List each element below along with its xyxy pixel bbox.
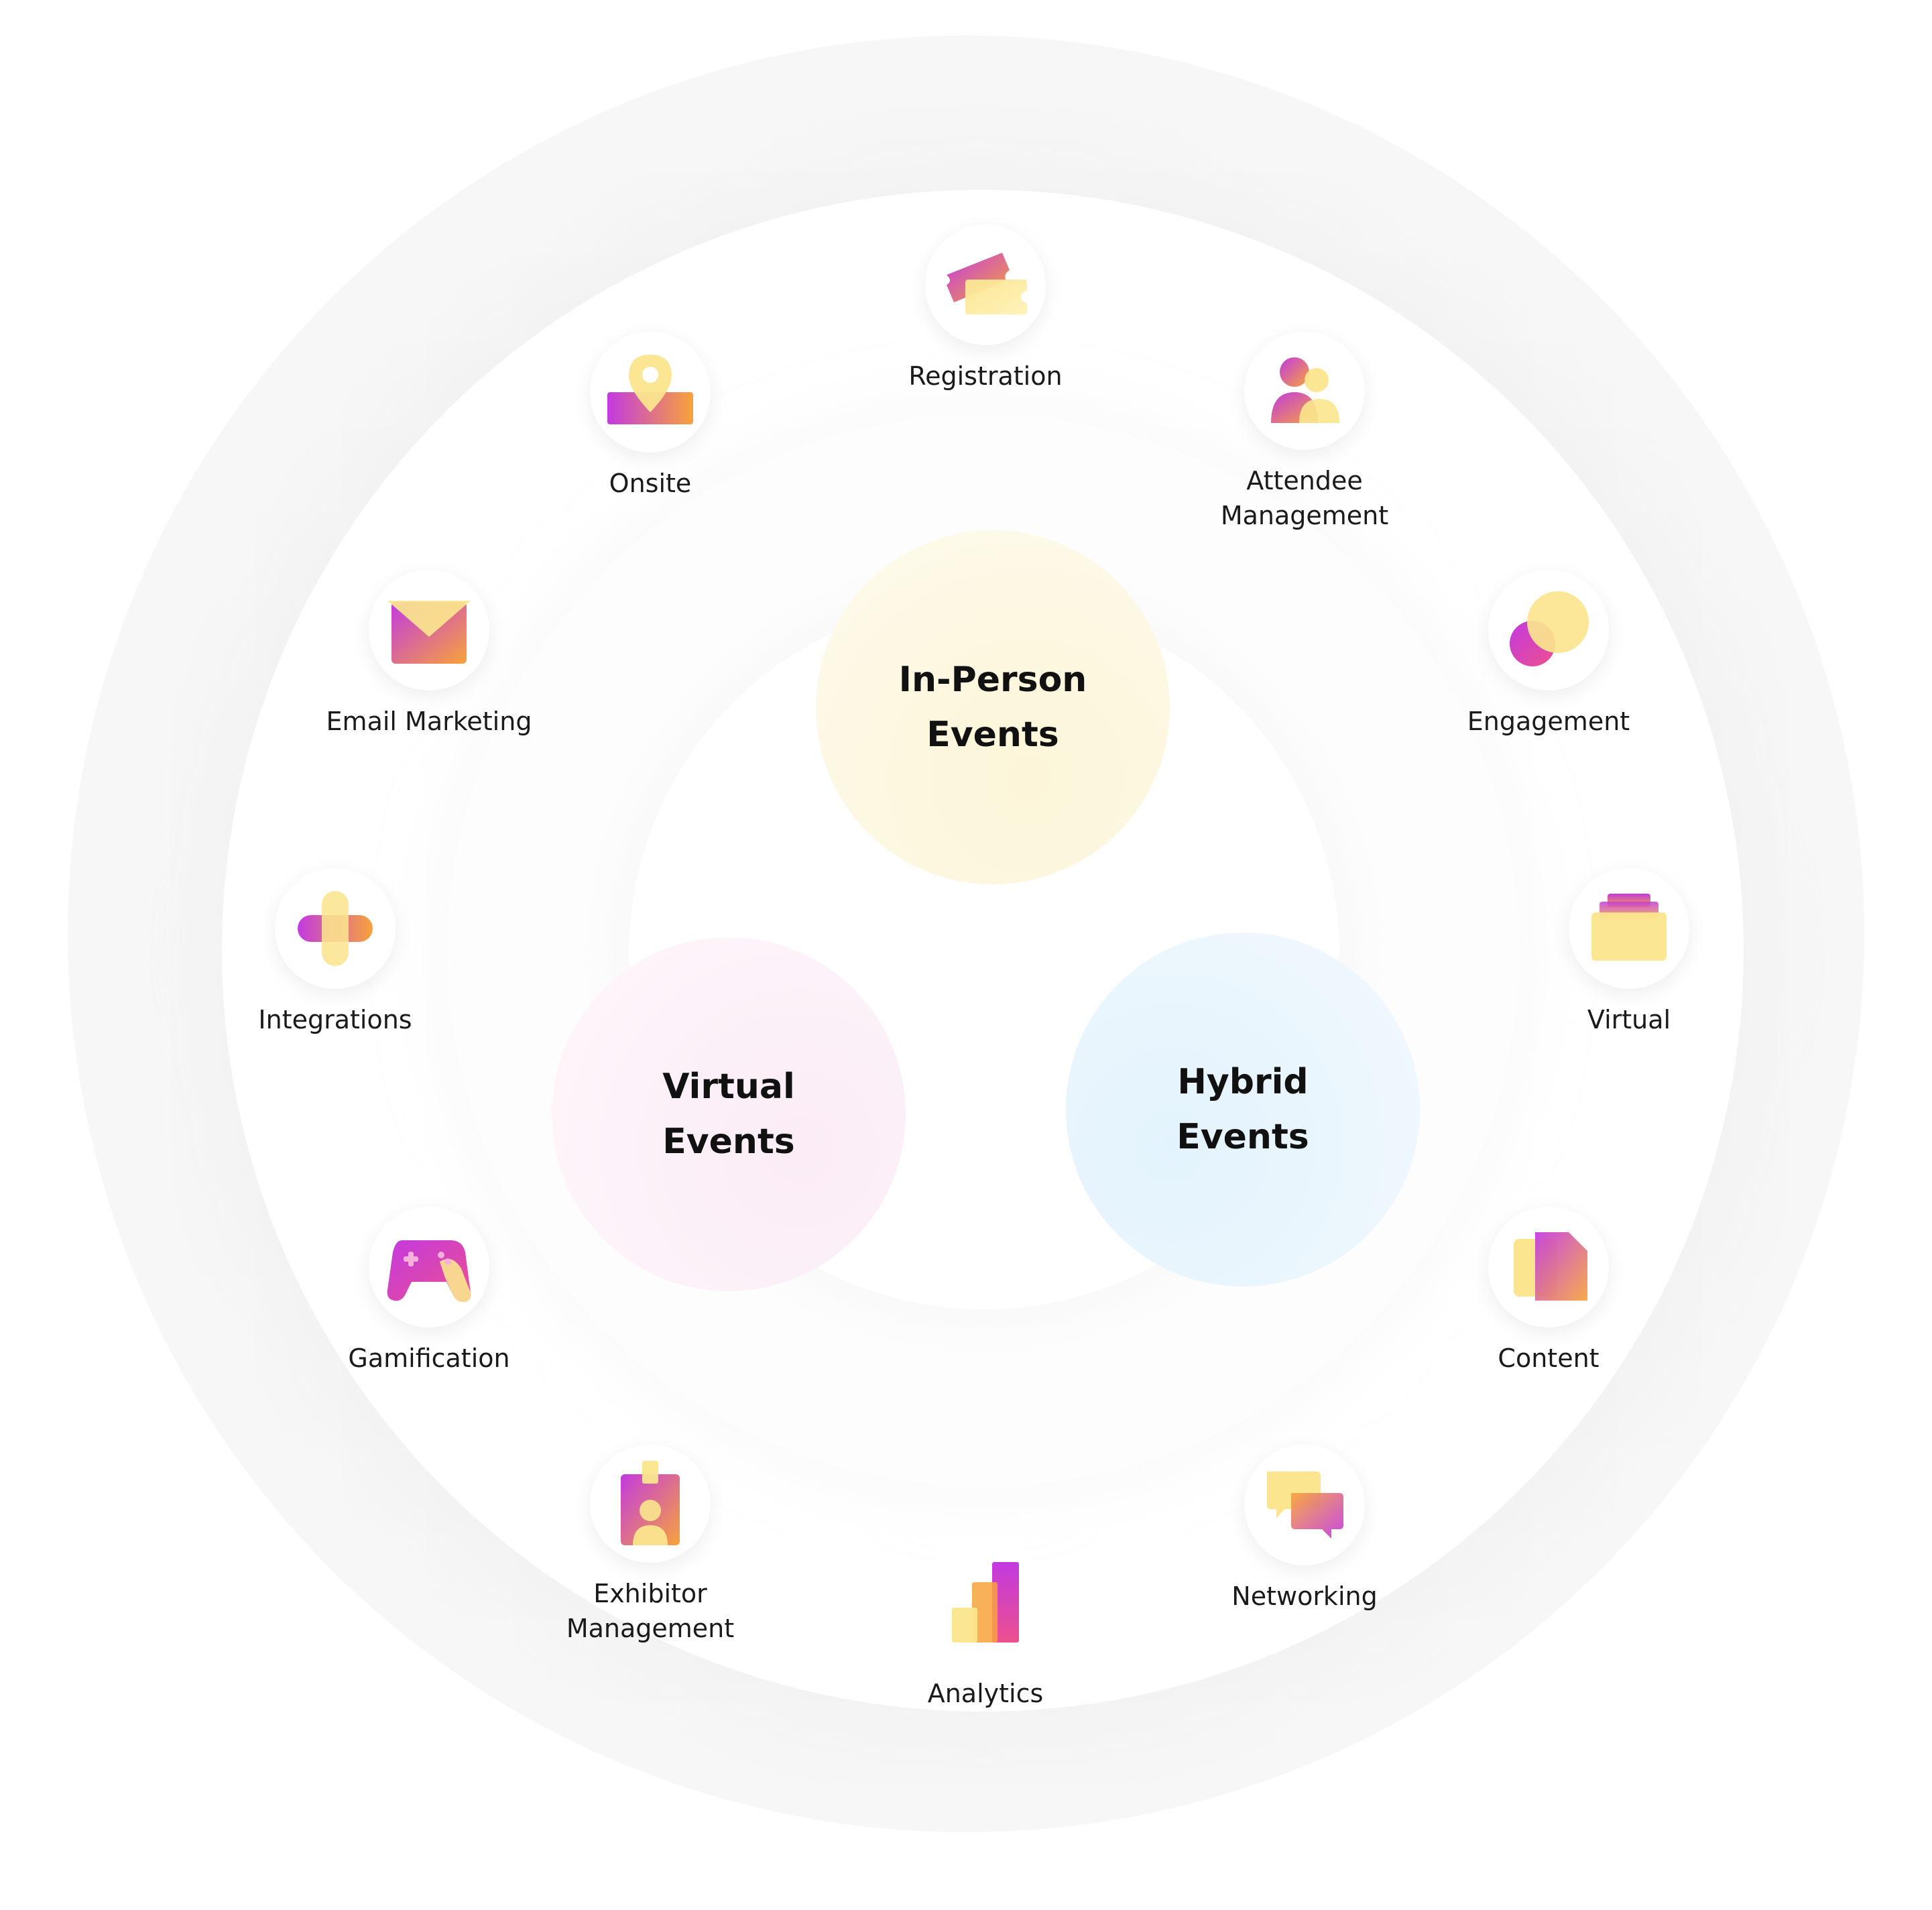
plus-icon <box>298 891 373 966</box>
feature-gamification[interactable]: Gamification <box>288 1207 570 1408</box>
virtual-events-label: Virtual Events <box>662 1067 795 1162</box>
analytics-disc <box>925 1542 1046 1663</box>
feature-exhibitor-management[interactable]: Exhibitor Management <box>509 1445 791 1646</box>
feature-registration[interactable]: Registration <box>845 225 1126 426</box>
feature-analytics[interactable]: Analytics <box>845 1542 1126 1743</box>
onsite-label: Onsite <box>609 469 692 498</box>
content-disc <box>1488 1207 1609 1327</box>
feature-engagement[interactable]: Engagement <box>1408 570 1689 771</box>
analytics-label: Analytics <box>927 1679 1044 1708</box>
exhibitor-disc <box>590 1445 711 1563</box>
feature-integrations[interactable]: Integrations <box>194 868 476 1069</box>
chat-bubbles-icon <box>1267 1472 1343 1539</box>
badge-icon <box>621 1461 680 1545</box>
gamification-disc <box>369 1207 489 1327</box>
content-icon <box>1514 1232 1587 1301</box>
email-disc <box>369 570 489 691</box>
location-pin-icon <box>607 355 693 424</box>
hybrid-events-node: Hybrid Events <box>1066 933 1420 1287</box>
ticket-icon <box>947 253 1032 314</box>
gamification-label: Gamification <box>348 1344 510 1373</box>
feature-onsite[interactable]: Onsite <box>509 332 791 533</box>
attendee-disc <box>1244 332 1365 450</box>
feature-attendee-management[interactable]: Attendee Management <box>1164 332 1445 533</box>
feature-content[interactable]: Content <box>1408 1207 1689 1408</box>
networking-disc <box>1244 1445 1365 1565</box>
feature-networking[interactable]: Networking <box>1164 1445 1445 1646</box>
registration-label: Registration <box>908 361 1063 391</box>
content-label: Content <box>1498 1344 1599 1373</box>
email-marketing-label: Email Marketing <box>326 707 532 736</box>
gamepad-icon <box>387 1240 471 1302</box>
integrations-disc <box>275 868 396 989</box>
feature-virtual[interactable]: Virtual <box>1488 868 1770 1069</box>
virtual-disc <box>1569 868 1689 989</box>
attendee-icon <box>1271 357 1339 423</box>
virtual-stack-icon <box>1591 894 1667 961</box>
virtual-label: Virtual <box>1587 1005 1671 1034</box>
registration-disc <box>925 225 1046 345</box>
engagement-icon <box>1510 591 1589 666</box>
engagement-label: Engagement <box>1467 707 1630 736</box>
bar-chart-icon <box>952 1562 1019 1643</box>
envelope-icon <box>387 601 471 664</box>
engagement-disc <box>1488 570 1609 691</box>
in-person-events-label: In-Person Events <box>898 660 1087 755</box>
integrations-label: Integrations <box>258 1005 412 1034</box>
exhibitor-management-label: Exhibitor Management <box>566 1579 735 1643</box>
feature-email-marketing[interactable]: Email Marketing <box>288 570 570 771</box>
virtual-events-node: Virtual Events <box>552 937 906 1291</box>
onsite-disc <box>590 332 711 453</box>
networking-label: Networking <box>1231 1581 1378 1611</box>
attendee-management-label: Attendee Management <box>1220 466 1389 530</box>
hybrid-events-label: Hybrid Events <box>1176 1062 1309 1157</box>
in-person-events-node: In-Person Events <box>816 530 1170 884</box>
